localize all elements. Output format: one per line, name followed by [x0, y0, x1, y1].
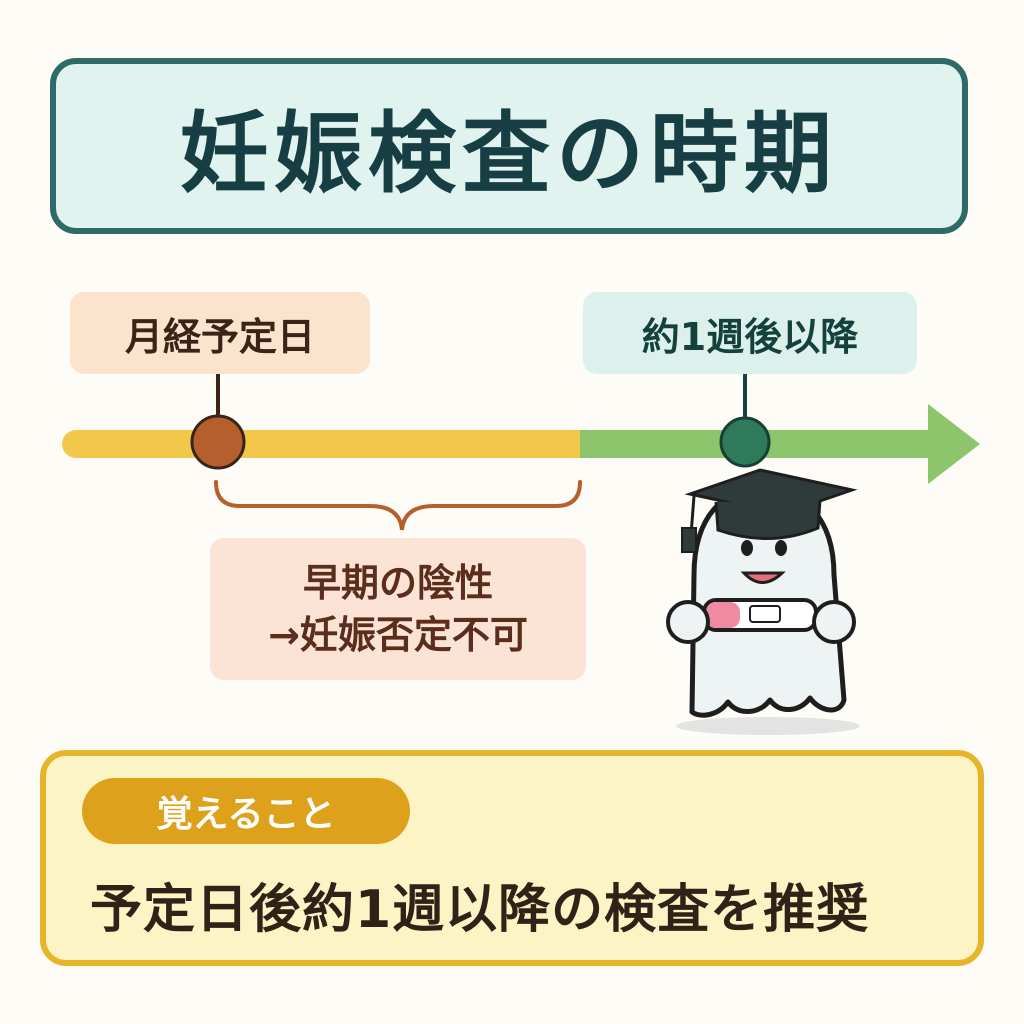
end-label: 約1週後以降 — [583, 292, 917, 374]
start-marker — [190, 414, 246, 470]
early-segment — [62, 430, 580, 458]
arrow-head-icon — [928, 404, 980, 484]
memo-text: 予定日後約1週以降の検査を推奨 — [90, 879, 870, 940]
start-label: 月経予定日 — [70, 292, 370, 374]
mascot-ghost-icon — [666, 468, 860, 735]
title-banner: 妊娠検査の時期 — [50, 58, 968, 234]
note-line-1: 早期の陰性 — [302, 561, 493, 605]
early-negative-note: 早期の陰性 →妊娠否定不可 — [210, 538, 586, 680]
page-title: 妊娠検査の時期 — [179, 101, 838, 205]
memo-box: 覚えること 予定日後約1週以降の検査を推奨 — [40, 750, 984, 966]
period-brace — [214, 480, 582, 531]
note-line-2: →妊娠否定不可 — [268, 613, 528, 657]
end-marker — [719, 416, 771, 468]
memo-heading: 覚えること — [82, 778, 410, 844]
